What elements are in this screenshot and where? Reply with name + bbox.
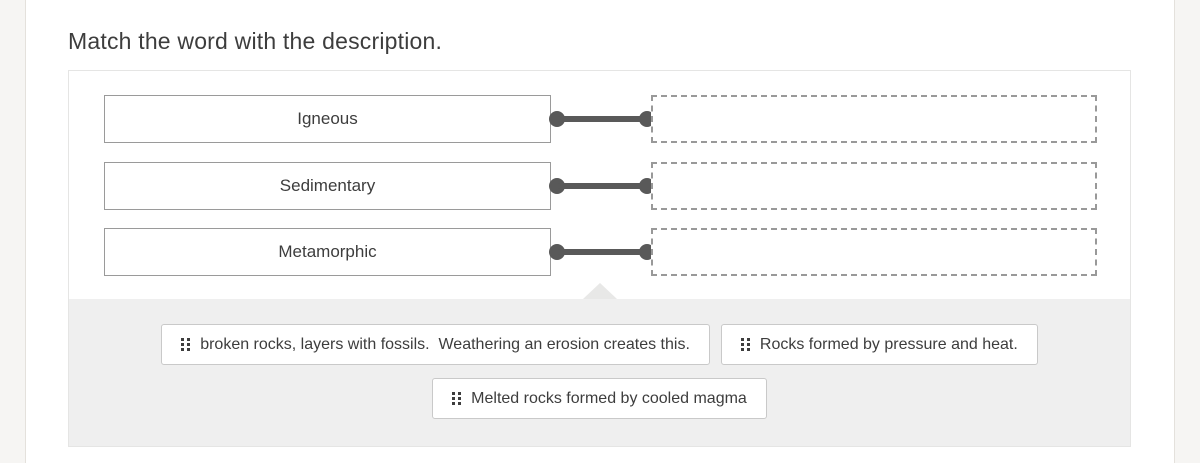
drag-handle-icon[interactable] xyxy=(740,338,750,351)
left-gutter xyxy=(0,0,26,463)
answer-chip-metamorphic-desc[interactable]: Rocks formed by pressure and heat. xyxy=(720,324,1038,365)
word-box-metamorphic: Metamorphic xyxy=(104,228,551,276)
answer-chip-label: Rocks formed by pressure and heat. xyxy=(759,335,1018,353)
answer-chip-igneous-desc[interactable]: Melted rocks formed by cooled magma xyxy=(432,378,767,419)
matching-panel: Igneous Sedimentary Metamorphic xyxy=(68,70,1131,447)
answer-tray: broken rocks, layers with fossils. Weath… xyxy=(69,283,1130,446)
drag-handle-icon[interactable] xyxy=(452,392,462,405)
drag-handle-icon[interactable] xyxy=(181,338,191,351)
question-prompt: Match the word with the description. xyxy=(68,28,443,54)
chip-row: broken rocks, layers with fossils. Weath… xyxy=(161,324,1038,365)
connector-line xyxy=(549,178,655,194)
answer-chip-label: Melted rocks formed by cooled magma xyxy=(471,389,747,407)
right-gutter xyxy=(1174,0,1200,463)
connector-line xyxy=(549,111,655,127)
connector-bar xyxy=(557,249,647,255)
word-box-sedimentary: Sedimentary xyxy=(104,162,551,210)
match-row: Sedimentary xyxy=(69,162,1130,210)
match-row: Igneous xyxy=(69,95,1130,143)
drop-zone-metamorphic[interactable] xyxy=(651,228,1097,276)
match-row: Metamorphic xyxy=(69,228,1130,276)
connector-bar xyxy=(557,116,647,122)
answer-chip-label: broken rocks, layers with fossils. Weath… xyxy=(200,335,690,353)
connector-line xyxy=(549,244,655,260)
tray-notch xyxy=(582,283,617,299)
drop-zone-sedimentary[interactable] xyxy=(651,162,1097,210)
drop-zone-igneous[interactable] xyxy=(651,95,1097,143)
answer-chip-sedimentary-desc[interactable]: broken rocks, layers with fossils. Weath… xyxy=(161,324,710,365)
chip-row: Melted rocks formed by cooled magma xyxy=(432,378,767,419)
word-box-igneous: Igneous xyxy=(104,95,551,143)
connector-bar xyxy=(557,183,647,189)
